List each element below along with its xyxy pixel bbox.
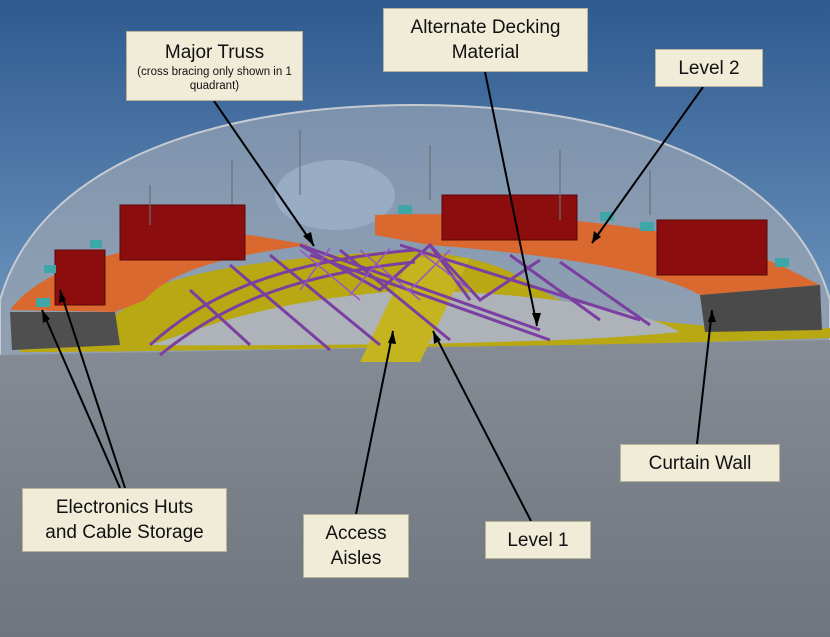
curtain-wall-left <box>10 312 120 350</box>
alternate-decking-line2: Material <box>451 42 520 63</box>
leader-lines <box>41 71 713 522</box>
level-2-text: Level 2 <box>678 57 740 79</box>
access-aisles-line2: Aisles <box>330 548 382 569</box>
cavern-lower-wall <box>0 340 830 637</box>
electronics-huts-label: Electronics Huts and Cable Storage <box>22 488 227 552</box>
level-1-label: Level 1 <box>485 521 591 559</box>
alternate-decking-line1: Alternate Decking <box>410 17 561 38</box>
major-truss <box>148 242 651 357</box>
leader-arrowheads <box>42 231 716 344</box>
access-aisles-label: Access Aisles <box>303 514 409 578</box>
dome-opening <box>275 160 395 230</box>
major-truss-label: Major Truss (cross bracing only shown in… <box>126 31 303 101</box>
hut-right-1 <box>441 194 578 241</box>
curtain-wall-text: Curtain Wall <box>648 452 752 474</box>
major-truss-note: (cross bracing only shown in 1 quadrant) <box>137 65 292 92</box>
electronics-huts-line2: and Cable Storage <box>45 522 204 543</box>
truss-cross-bracing <box>299 247 471 301</box>
major-truss-title: Major Truss <box>164 41 265 63</box>
access-aisles-line1: Access <box>325 523 387 544</box>
alternate-decking-label: Alternate Decking Material <box>383 8 588 72</box>
curtain-wall <box>700 285 822 332</box>
curtain-wall-label: Curtain Wall <box>620 444 780 482</box>
hut-left-1 <box>119 204 246 261</box>
hut-right-2 <box>656 219 768 276</box>
hanger-rods <box>149 130 651 225</box>
electronics-huts-line1: Electronics Huts <box>55 497 194 518</box>
cable-storage-boxes <box>36 205 789 307</box>
level-2-label: Level 2 <box>655 49 763 87</box>
level-1-text: Level 1 <box>507 529 569 551</box>
